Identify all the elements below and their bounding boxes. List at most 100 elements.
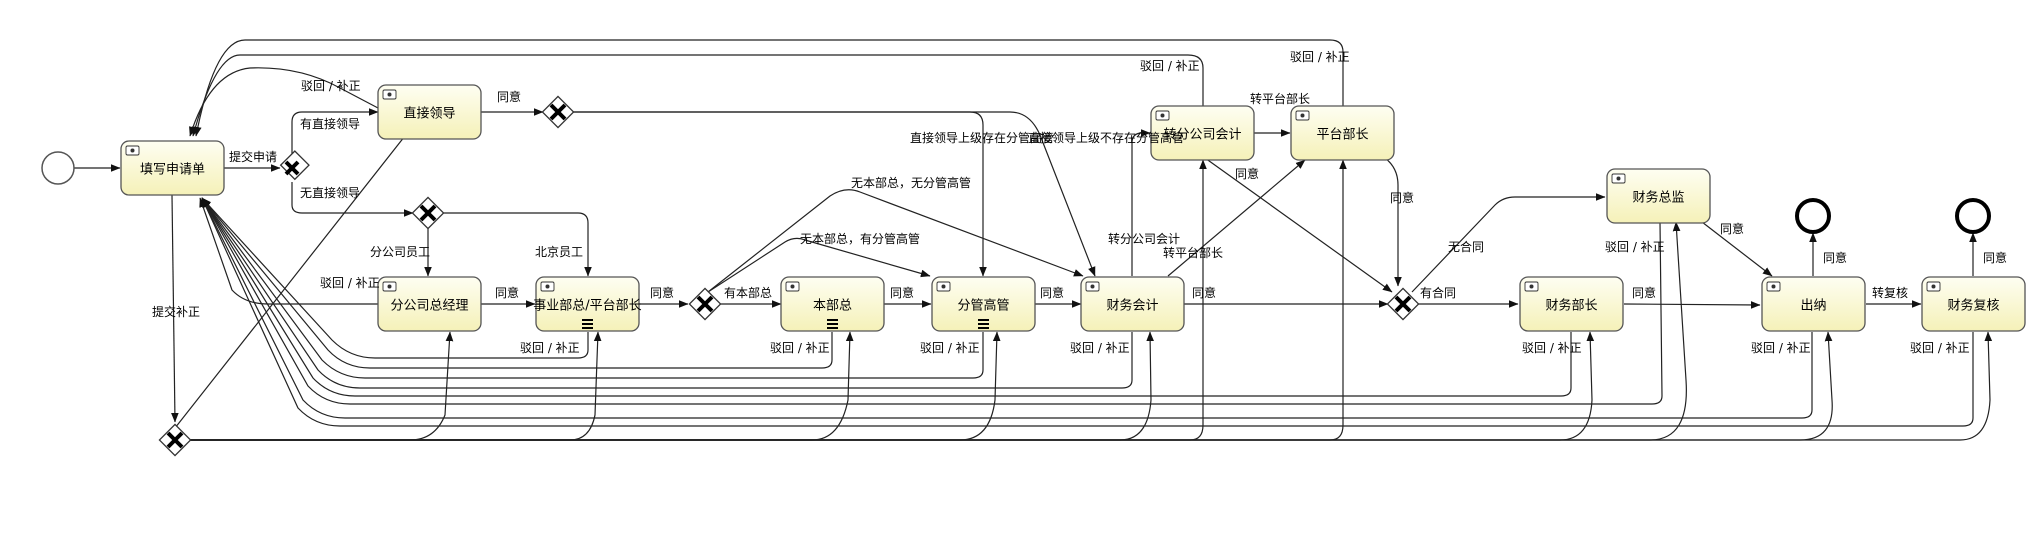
task-dept-head[interactable]: 本部总 (780, 276, 885, 332)
flow-fix-to-acct (190, 331, 1154, 441)
label-no-dept-has-exec: 无本部总，有分管高管 (800, 231, 920, 246)
label-reject-review: 驳回 / 补正 (1910, 341, 1970, 355)
label-reject-dept: 驳回 / 补正 (770, 341, 830, 355)
label-to-review: 转复核 (1872, 285, 1908, 300)
label-reject-bu: 驳回 / 补正 (520, 341, 580, 355)
flow-branch-acct-agree (1204, 157, 1393, 293)
task-accountant[interactable]: 财务会计 (1080, 276, 1185, 332)
flow-reject-bu (201, 197, 589, 359)
flow-fix-to-cashier (190, 331, 1833, 441)
multi-instance-marker (827, 319, 838, 329)
flow-fix-to-branch-gm (190, 331, 454, 441)
label-agree-bu: 同意 (650, 285, 674, 300)
label-submit-apply: 提交申请 (229, 149, 277, 164)
label-agree-cfo: 同意 (1720, 221, 1744, 236)
task-finance-head[interactable]: 财务部长 (1519, 276, 1624, 332)
label-reject-cfo: 驳回 / 补正 (1605, 240, 1665, 254)
flow-reject-exec (201, 197, 984, 379)
flow-leader-sup-no-exec (571, 111, 1096, 277)
user-task-icon (785, 281, 800, 292)
flow-reject-acct (201, 197, 1133, 389)
user-task-icon (382, 281, 397, 292)
flow-has-leader (291, 108, 379, 155)
flow-no-dept-has-exec (707, 237, 931, 293)
task-direct-leader[interactable]: 直接领导 (377, 84, 482, 140)
user-task-icon (1085, 281, 1100, 292)
label-reject-cashier: 驳回 / 补正 (1751, 341, 1811, 355)
flow-no-contract (1411, 193, 1606, 293)
task-exec[interactable]: 分管高管 (931, 276, 1036, 332)
edge-labels: 提交申请 提交补正 有直接领导 无直接领导 分公司员工 北京员工 驳回 / 补正… (152, 50, 2007, 355)
flow-to-platform-head (1167, 159, 1306, 277)
multi-instance-marker (978, 319, 989, 329)
label-reject-platform: 驳回 / 补正 (1290, 50, 1350, 64)
label-agree-branch-acct: 同意 (1235, 166, 1259, 181)
user-task-icon (1155, 110, 1170, 121)
label-reject-leader: 驳回 / 补正 (301, 79, 361, 93)
label-reject-branch-acct: 驳回 / 补正 (1140, 59, 1200, 73)
label-reject-acct: 驳回 / 补正 (1070, 341, 1130, 355)
task-fill-form[interactable]: 填写申请单 (120, 140, 225, 196)
flow-fix-to-review (190, 331, 1993, 441)
flow-reject-dept (201, 197, 833, 369)
task-label: 分管高管 (957, 298, 1009, 314)
label-no-contract: 无合同 (1448, 239, 1484, 254)
task-platform-head[interactable]: 平台部长 (1290, 105, 1395, 161)
label-branch-to-platform: 转平台部长 (1250, 91, 1310, 106)
task-label: 直接领导 (403, 106, 455, 122)
label-agree-fin-head: 同意 (1632, 285, 1656, 300)
label-agree-dept: 同意 (890, 285, 914, 300)
flow-to-fix-gateway (171, 194, 179, 423)
label-beijing-staff: 北京员工 (535, 245, 583, 259)
end-event-review[interactable] (1955, 198, 1991, 234)
flow-reject-cfo (201, 197, 1663, 405)
flow-fin-head-agree (1623, 301, 1761, 309)
user-task-icon (382, 89, 397, 100)
gateway-dept-head[interactable] (688, 287, 722, 321)
start-event[interactable] (41, 151, 75, 185)
flow-reject-cashier (201, 197, 1813, 419)
user-task-icon (1295, 110, 1310, 121)
gateway-submit[interactable] (279, 150, 310, 181)
task-label: 财务复核 (1947, 298, 1999, 314)
end-event-cashier[interactable] (1795, 198, 1831, 234)
label-no-dept-no-exec: 无本部总，无分管高管 (851, 175, 971, 190)
task-finance-review[interactable]: 财务复核 (1921, 276, 2026, 332)
task-cashier[interactable]: 出纳 (1761, 276, 1866, 332)
flow-reject-fin-head (201, 197, 1572, 397)
task-label: 转分公司会计 (1163, 128, 1241, 143)
task-label: 财务部长 (1545, 298, 1597, 314)
task-label: 本部总 (813, 299, 852, 314)
label-agree-cashier: 同意 (1823, 250, 1847, 265)
task-label: 填写申请单 (140, 163, 205, 178)
label-agree-leader: 同意 (497, 89, 521, 104)
task-branch-gm[interactable]: 分公司总经理 (377, 276, 482, 332)
label-reject-exec: 驳回 / 补正 (920, 341, 980, 355)
label-submit-fix: 提交补正 (152, 304, 200, 319)
flow-platform-agree (1384, 157, 1402, 287)
label-has-dept-head: 有本部总 (724, 285, 772, 300)
gateway-contract[interactable] (1386, 287, 1420, 321)
flow-no-leader (291, 182, 414, 217)
gateway-staff-type[interactable] (411, 196, 445, 230)
flow-cfo-agree (1701, 221, 1773, 277)
user-task-icon (1611, 173, 1626, 184)
label-agree-acct: 同意 (1192, 285, 1216, 300)
label-to-branch-acct: 转分公司会计 (1108, 231, 1180, 246)
task-label: 平台部长 (1316, 128, 1368, 143)
gateway-leader[interactable] (541, 95, 575, 129)
label-has-leader: 有直接领导 (300, 116, 360, 131)
sequence-flows (74, 39, 1993, 441)
flow-fix-to-exec (190, 331, 1001, 441)
task-branch-accountant[interactable]: 转分公司会计 (1150, 105, 1255, 161)
gateway-fix[interactable] (158, 423, 192, 457)
label-agree-platform: 同意 (1390, 190, 1414, 205)
task-cfo[interactable]: 财务总监 (1606, 168, 1711, 224)
label-agree-exec: 同意 (1040, 285, 1064, 300)
user-task-icon (1926, 281, 1941, 292)
flow-to-branch-acct (1131, 129, 1151, 276)
label-agree-branch-gm: 同意 (495, 285, 519, 300)
label-has-contract: 有合同 (1420, 285, 1456, 300)
task-bu-head[interactable]: 事业部总/平台部长 (533, 276, 642, 332)
